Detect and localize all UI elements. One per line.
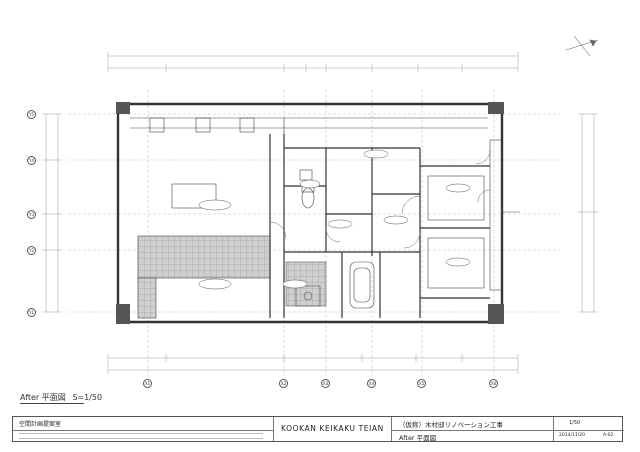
dimension-lines-bottom: [107, 354, 519, 374]
sheet-date: 2014/11/20: [559, 433, 585, 438]
grid-label-y4: Y4: [27, 156, 36, 165]
kitchen-tile-floor: [137, 235, 271, 279]
door-swings: [269, 149, 491, 249]
grid-label-y2: Y2: [27, 246, 36, 255]
grid-label-x1: X1: [143, 379, 152, 388]
outer-wall-fill: [116, 102, 504, 324]
north-arrow-icon: [565, 35, 599, 57]
grid-label-y1: Y1: [27, 308, 36, 317]
window-wall-top: [130, 117, 488, 134]
sheet-name: After 平面図: [399, 434, 437, 442]
ceiling-height-tags: [198, 149, 471, 290]
grid-label-x3: X3: [321, 379, 330, 388]
grid-label-y3: Y3: [27, 210, 36, 219]
sheet-scale: 1/50: [569, 420, 581, 426]
project-title: （仮称）木村邸リノベーション工事: [399, 421, 503, 429]
interior-walls: [269, 134, 490, 318]
dimension-lines-sides: [42, 113, 598, 313]
firm-address-lines: [19, 433, 263, 439]
drawing-caption-scale: S=1/50: [72, 393, 103, 402]
title-block: 空間計画提案室 KOOKAN KEIKAKU TEIAN （仮称）木村邸リノベー…: [12, 416, 624, 442]
drawing-caption-title: After 平面図: [20, 393, 66, 402]
dimension-lines-top: [107, 52, 519, 72]
grid-label-x4: X4: [367, 379, 376, 388]
caption-underline: [20, 403, 84, 404]
brand-wordmark: KOOKAN KEIKAKU TEIAN: [281, 424, 384, 433]
grid-lines: [68, 90, 560, 376]
fixtures: [171, 169, 485, 309]
drawing-caption: After 平面図 S=1/50: [20, 392, 102, 403]
grid-label-x5: X5: [417, 379, 426, 388]
entrance: [489, 139, 520, 291]
grid-label-x2: X2: [279, 379, 288, 388]
firm-name: 空間計画提案室: [19, 421, 62, 428]
kitchen-tile-floor-side: [137, 277, 157, 319]
grid-label-y5: Y5: [27, 110, 36, 119]
grid-label-x6: X6: [489, 379, 498, 388]
sheet-number: A-02: [603, 433, 614, 438]
